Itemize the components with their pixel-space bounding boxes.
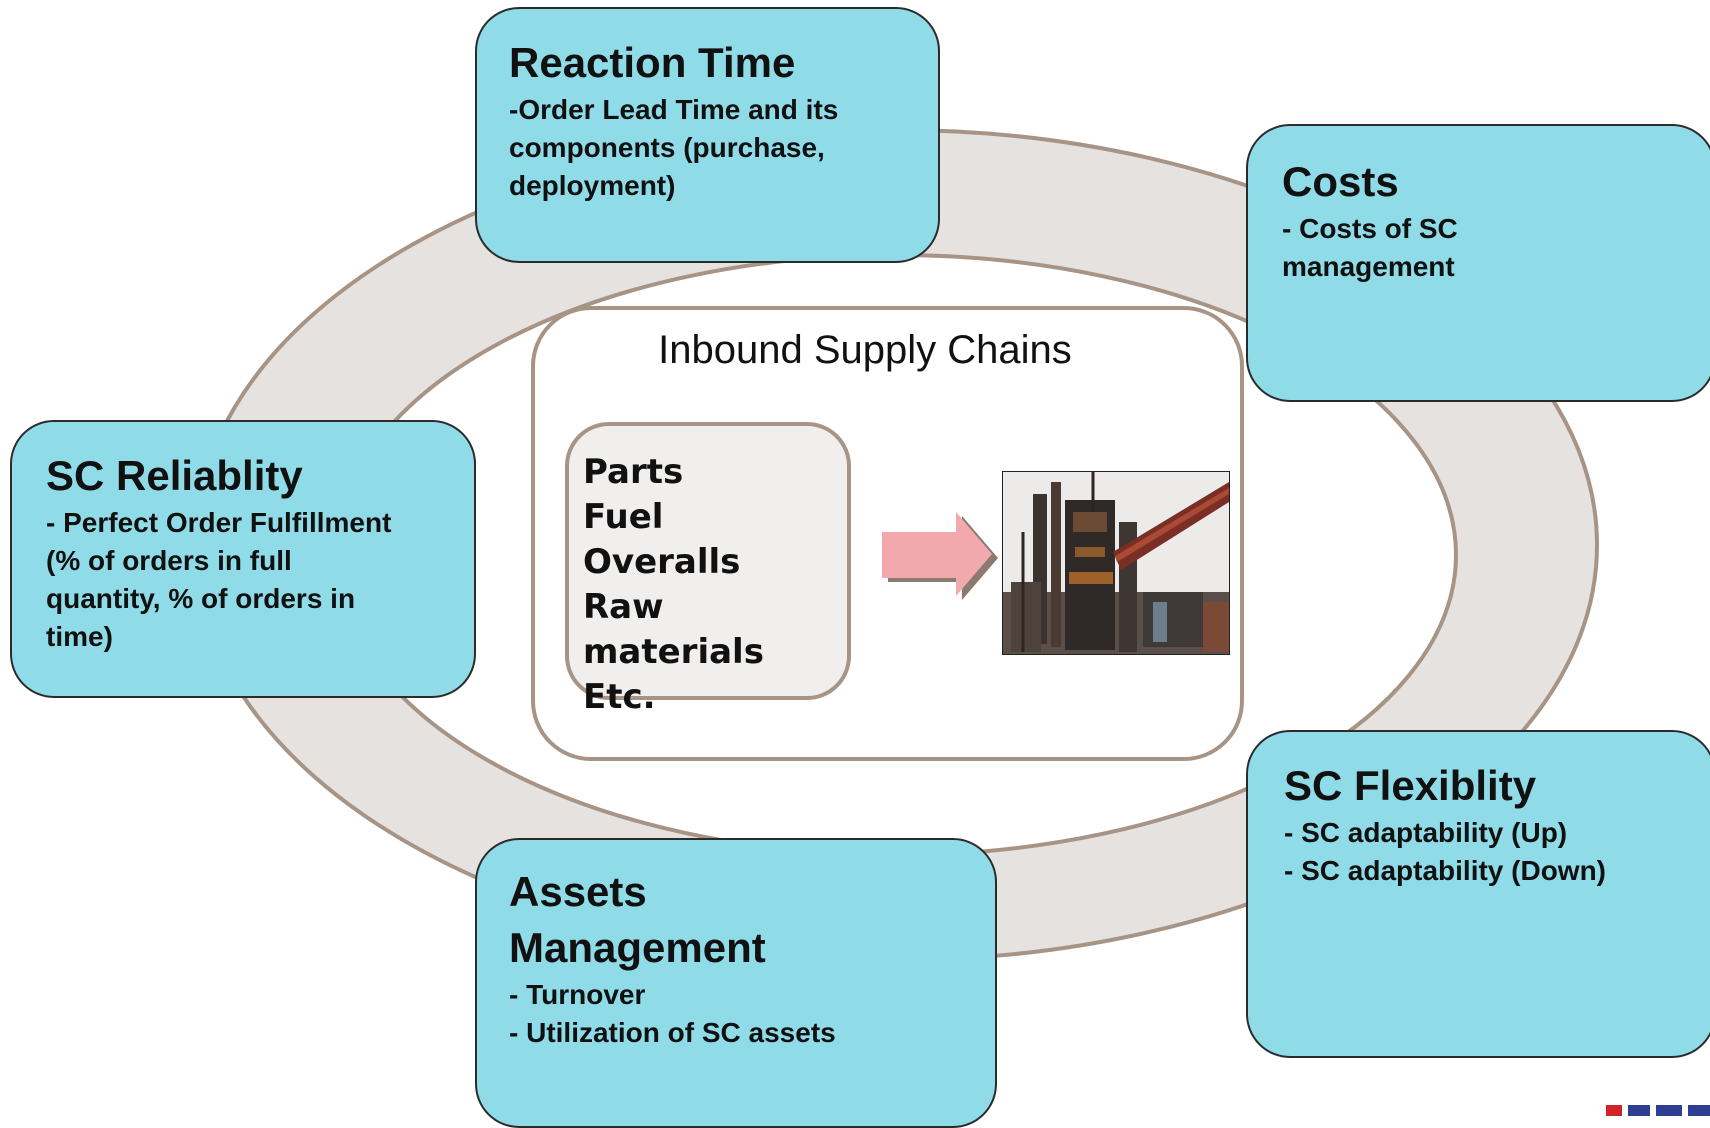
blast-furnace-photo xyxy=(1002,471,1230,655)
material-item: Overalls xyxy=(583,542,741,582)
sc-flexibility-line: - SC adaptability (Down) xyxy=(1284,855,1606,886)
inbound-title: Inbound Supply Chains xyxy=(658,328,1072,372)
material-item: Etc. xyxy=(583,677,656,717)
costs-line: - Costs of SC xyxy=(1282,213,1458,244)
assets-management-title: Assets xyxy=(509,868,647,915)
costs-line: management xyxy=(1282,251,1455,282)
reaction-time-line: -Order Lead Time and its xyxy=(509,94,839,125)
reaction-time-line: deployment) xyxy=(509,170,676,201)
assets-management-line: - Turnover xyxy=(509,979,646,1010)
material-item: Fuel xyxy=(583,497,664,537)
sc-reliability-line: (% of orders in full xyxy=(46,545,292,576)
reaction-time-line: components (purchase, xyxy=(509,132,825,163)
assets-management-line: - Utilization of SC assets xyxy=(509,1017,836,1048)
sc-flexibility-title: SC Flexiblity xyxy=(1284,762,1537,809)
logo-fragment xyxy=(1606,1105,1710,1116)
costs-title: Costs xyxy=(1282,158,1399,205)
inbound-supply-chains-panel: Inbound Supply Chains Parts Fuel Overall… xyxy=(531,306,1244,761)
materials-box: Parts Fuel Overalls Raw materials Etc. xyxy=(565,422,851,717)
reaction-time-title: Reaction Time xyxy=(509,39,796,86)
assets-management-title: Management xyxy=(509,924,766,971)
costs-card: Costs - Costs of SC management xyxy=(1246,124,1710,402)
sc-flexibility-card: SC Flexiblity - SC adaptability (Up) - S… xyxy=(1246,730,1710,1058)
sc-reliability-card: SC Reliablity - Perfect Order Fulfillmen… xyxy=(10,420,476,698)
sc-reliability-title: SC Reliablity xyxy=(46,452,303,499)
reaction-time-card: Reaction Time -Order Lead Time and its c… xyxy=(475,7,940,263)
material-item: Parts xyxy=(583,452,684,492)
sc-reliability-line: time) xyxy=(46,621,113,652)
assets-management-card: Assets Management - Turnover - Utilizati… xyxy=(475,838,997,1128)
sc-flexibility-line: - SC adaptability (Up) xyxy=(1284,817,1568,848)
material-item: Raw materials xyxy=(583,587,764,672)
sc-reliability-line: - Perfect Order Fulfillment xyxy=(46,507,392,538)
right-arrow-icon xyxy=(882,512,998,600)
sc-reliability-line: quantity, % of orders in xyxy=(46,583,356,614)
